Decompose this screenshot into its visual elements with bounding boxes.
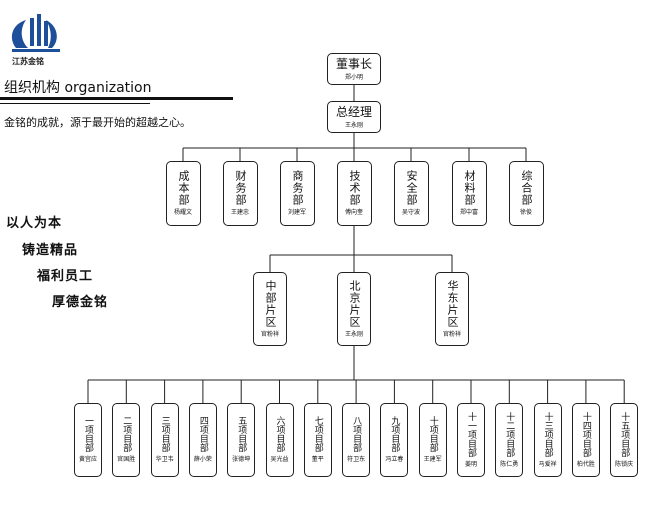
project-box-1-leader: 黄宫应 [78, 456, 97, 463]
title-underline-thick [0, 97, 233, 100]
project-box-10-title: 十项目部 [427, 416, 438, 452]
project-box-11-title: 十一项目部 [466, 411, 476, 457]
slogan: 金铭的成就，源于最开始的超越之心。 [4, 116, 191, 129]
project-box-5-leader: 张德坤 [232, 456, 251, 463]
gm-box: 总经理王永刚 [327, 101, 381, 133]
project-box-2: 二项目部官国胜 [112, 403, 141, 477]
project-box-15-leader: 陈锁庆 [615, 460, 634, 468]
department-box-5-leader: 吴守波 [401, 209, 420, 216]
project-box-13: 十三项目部马爱祥 [533, 403, 562, 477]
department-box-1-title: 成本部 [177, 170, 190, 206]
brand-name: 江苏金铭 [12, 57, 44, 66]
department-box-6: 材料部郑中富 [451, 161, 487, 226]
department-box-7-title: 综合部 [520, 170, 533, 206]
project-box-9-title: 九项目部 [389, 416, 400, 452]
project-box-4-title: 四项目部 [197, 416, 208, 452]
department-box-4-leader: 傅向奎 [344, 209, 363, 216]
project-box-15: 十五项目部陈锁庆 [610, 403, 639, 477]
region-box-2-title: 北京片区 [348, 279, 361, 328]
project-box-6-leader: 吴光益 [270, 456, 289, 463]
department-box-1: 成本部杨耀文 [165, 161, 201, 226]
project-box-1: 一项目部黄宫应 [74, 403, 102, 477]
project-box-14: 十四项目部柏代胜 [571, 403, 600, 477]
project-box-4-leader: 薛小荣 [193, 456, 212, 463]
project-box-7-leader: 董平 [311, 456, 324, 463]
project-box-13-title: 十三项目部 [542, 411, 553, 457]
project-box-5: 五项目部张德坤 [227, 403, 256, 477]
project-box-3-title: 三项目部 [159, 416, 170, 452]
project-box-12-leader: 陈仁勇 [500, 460, 519, 468]
project-box-9-leader: 冯立春 [385, 456, 404, 463]
title-underline-thin [0, 103, 150, 104]
project-box-8: 八项目部符卫东 [342, 403, 371, 477]
motto-line-4: 厚德金铭 [52, 295, 109, 310]
gm-box-leader: 王永刚 [344, 121, 363, 129]
department-box-5-title: 安全部 [405, 170, 418, 206]
project-box-2-leader: 官国胜 [117, 456, 136, 463]
department-box-3-leader: 刘建军 [287, 209, 306, 216]
department-box-1-leader: 杨耀文 [173, 209, 192, 216]
project-box-8-leader: 符卫东 [347, 456, 366, 463]
company-logo-mark-icon [11, 14, 60, 52]
region-box-1-leader: 官粉祥 [260, 330, 279, 338]
department-box-4-title: 技术部 [348, 170, 361, 206]
region-box-3: 华东片区官粉祥 [435, 272, 469, 346]
region-box-3-leader: 官粉祥 [442, 330, 461, 338]
project-box-5-title: 五项目部 [236, 416, 247, 452]
project-box-6: 六项目部吴光益 [265, 403, 294, 477]
project-box-7: 七项目部董平 [303, 403, 332, 477]
project-box-13-leader: 马爱祥 [538, 460, 557, 468]
department-box-2-title: 财务部 [234, 170, 247, 206]
department-box-5: 安全部吴守波 [393, 161, 429, 226]
department-box-3-title: 商务部 [291, 170, 304, 206]
project-box-3-leader: 华卫韦 [155, 456, 174, 463]
chairman-box: 董事长郑小明 [327, 53, 381, 85]
project-box-8-title: 八项目部 [351, 416, 362, 452]
project-box-3: 三项目部华卫韦 [150, 403, 179, 477]
project-box-4: 四项目部薛小荣 [188, 403, 217, 477]
motto-line-2: 铸造精品 [22, 243, 79, 258]
department-box-2-leader: 王建忠 [230, 209, 249, 216]
project-box-11: 十一项目部姜明 [457, 403, 485, 477]
department-box-2: 财务部王建忠 [222, 161, 258, 226]
region-box-3-title: 华东片区 [446, 279, 459, 328]
department-box-7: 综合部徐俊 [508, 161, 544, 226]
department-box-3: 商务部刘建军 [279, 161, 315, 226]
motto-line-1: 以人为本 [6, 216, 63, 231]
project-box-1-title: 一项目部 [83, 416, 93, 452]
project-box-11-leader: 姜明 [464, 460, 477, 468]
chairman-box-title: 董事长 [335, 56, 372, 71]
project-box-14-title: 十四项目部 [580, 411, 591, 457]
region-box-2-leader: 王永刚 [344, 330, 363, 338]
project-box-12: 十二项目部陈仁勇 [495, 403, 524, 477]
project-box-2-title: 二项目部 [121, 416, 132, 452]
project-box-14-leader: 柏代胜 [576, 460, 595, 468]
project-box-7-title: 七项目部 [312, 416, 323, 452]
project-box-15-title: 十五项目部 [619, 411, 630, 457]
project-box-9: 九项目部冯立春 [380, 403, 409, 477]
project-box-10-leader: 王建军 [423, 456, 442, 463]
region-box-2: 北京片区王永刚 [337, 272, 371, 346]
project-box-6-title: 六项目部 [274, 416, 285, 452]
department-box-6-title: 材料部 [463, 170, 476, 206]
department-box-4: 技术部傅向奎 [336, 161, 372, 226]
gm-box-title: 总经理 [335, 104, 372, 119]
chairman-box-leader: 郑小明 [344, 73, 363, 81]
department-box-7-leader: 徐俊 [519, 209, 532, 216]
section-title: 组织机构 organization [4, 80, 152, 96]
motto-line-3: 福利员工 [37, 269, 94, 284]
region-box-1-title: 中部片区 [264, 279, 277, 328]
department-box-6-leader: 郑中富 [459, 209, 478, 216]
project-box-12-title: 十二项目部 [504, 411, 515, 457]
project-box-10: 十项目部王建军 [418, 403, 447, 477]
region-box-1: 中部片区官粉祥 [253, 272, 287, 346]
